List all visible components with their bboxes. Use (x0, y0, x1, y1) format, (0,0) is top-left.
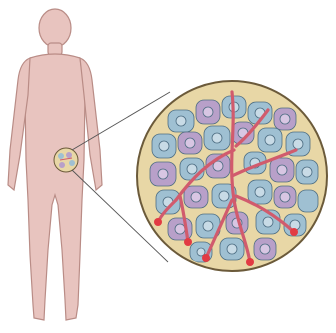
neck (48, 43, 62, 55)
head (39, 9, 71, 47)
body-tissue-spot (54, 148, 78, 172)
torso-legs (25, 54, 85, 320)
magnified-tissue-inset (137, 81, 327, 271)
